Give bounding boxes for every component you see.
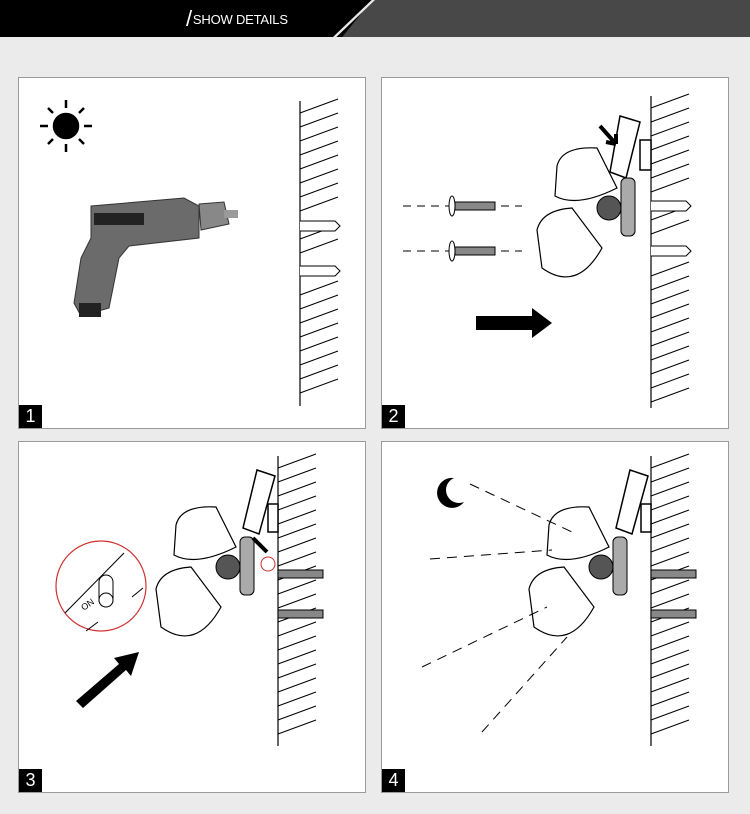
step-3-panel: ON 3: [18, 441, 366, 793]
step-number-badge: 3: [19, 769, 42, 792]
wall-drawing: [277, 453, 317, 746]
mounting-plate: [615, 469, 652, 535]
switch-closeup: ON: [55, 540, 147, 632]
sun-icon: [40, 100, 92, 152]
lamp-head: [155, 566, 222, 637]
lamp-base: [612, 536, 628, 596]
light-rays: [421, 483, 573, 733]
step-2-panel: 2: [381, 77, 729, 429]
header-bar: /SHOW DETAILS: [0, 0, 750, 37]
step-4-illustration: [421, 453, 697, 746]
mounting-plate: [242, 469, 279, 535]
mounting-plate: [609, 115, 652, 179]
lamp-drawing: [528, 506, 628, 637]
wall-drawing: [650, 453, 690, 746]
screws: [403, 195, 522, 262]
step-number-badge: 2: [382, 405, 405, 428]
step-number-badge: 1: [19, 405, 42, 428]
lamp-base: [239, 536, 255, 596]
lamp-joint: [588, 554, 614, 580]
step-3-illustration: ON: [55, 453, 324, 746]
step-1-illustration: [40, 98, 341, 406]
lamp-drawing: [155, 506, 255, 637]
lamp-head: [546, 506, 610, 561]
lamp-joint: [215, 554, 241, 580]
lamp-head: [536, 207, 603, 278]
screws: [650, 569, 697, 619]
header-title-text: SHOW DETAILS: [192, 12, 288, 27]
lamp-head: [528, 566, 595, 637]
drill-icon: [73, 197, 238, 317]
header-title: /SHOW DETAILS: [186, 6, 288, 31]
arrow-right-icon: [476, 308, 552, 338]
wall-drawing: [650, 93, 692, 408]
lamp-joint: [596, 195, 622, 221]
arrow-icon: [598, 124, 618, 146]
screws: [277, 569, 324, 619]
step-number-badge: 4: [382, 769, 405, 792]
switch-highlight: [260, 556, 276, 572]
step-1-panel: 1: [18, 77, 366, 429]
lamp-base: [620, 177, 636, 237]
lamp-head: [173, 506, 237, 561]
wall-drawing: [299, 98, 341, 406]
lamp-drawing: [536, 147, 636, 278]
moon-icon: [437, 477, 464, 508]
arrow-icon: [251, 536, 269, 554]
step-4-panel: 4: [381, 441, 729, 793]
step-2-illustration: [403, 93, 692, 408]
arrow-up-right-icon: [76, 652, 139, 708]
lamp-head: [554, 147, 618, 202]
header-black-segment: [0, 0, 372, 37]
